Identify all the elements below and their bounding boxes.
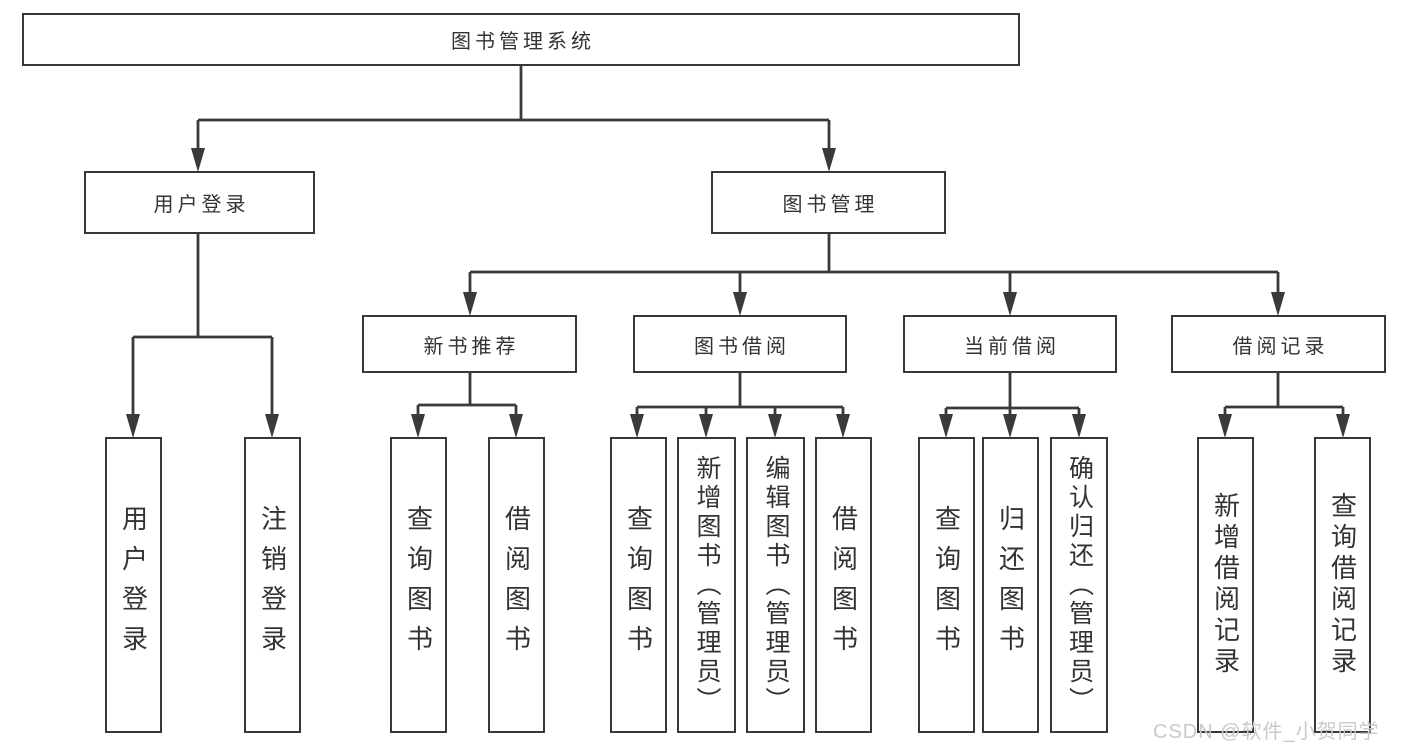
node-leaf-query-book-1: 查询图书: [390, 437, 447, 733]
node-current-borrow: 当前借阅: [903, 315, 1117, 373]
node-leaf-user-login: 用户登录: [105, 437, 162, 733]
node-leaf-borrow-book-1: 借阅图书: [488, 437, 545, 733]
node-leaf-query-book-3: 查询图书: [918, 437, 975, 733]
node-leaf-add-book: 新增图书（管理员）: [677, 437, 736, 733]
node-user-login: 用户登录: [84, 171, 315, 234]
node-borrow-records: 借阅记录: [1171, 315, 1386, 373]
edge-new-book-recommend-children: [411, 373, 523, 438]
node-book-borrow: 图书借阅: [633, 315, 847, 373]
node-leaf-edit-book: 编辑图书（管理员）: [746, 437, 805, 733]
edge-current-borrow-children: [939, 373, 1086, 438]
node-leaf-confirm-return: 确认归还（管理员）: [1050, 437, 1108, 733]
edge-book-borrow-children: [630, 373, 850, 438]
node-new-book-recommend: 新书推荐: [362, 315, 577, 373]
node-leaf-borrow-book-2: 借阅图书: [815, 437, 872, 733]
node-leaf-add-borrow-record: 新增借阅记录: [1197, 437, 1254, 733]
node-book-management: 图书管理: [711, 171, 946, 234]
node-leaf-return-book: 归还图书: [982, 437, 1039, 733]
csdn-watermark: CSDN @软件_小贺同学: [1153, 721, 1380, 743]
node-leaf-logout: 注销登录: [244, 437, 301, 733]
edge-user-login-children: [126, 234, 279, 438]
node-leaf-query-book-2: 查询图书: [610, 437, 667, 733]
edge-root-to-level2: [191, 66, 836, 172]
edge-borrow-records-children: [1218, 373, 1350, 438]
node-leaf-query-borrow-record: 查询借阅记录: [1314, 437, 1371, 733]
edge-book-management-children: [463, 234, 1285, 316]
node-root: 图书管理系统: [22, 13, 1020, 66]
